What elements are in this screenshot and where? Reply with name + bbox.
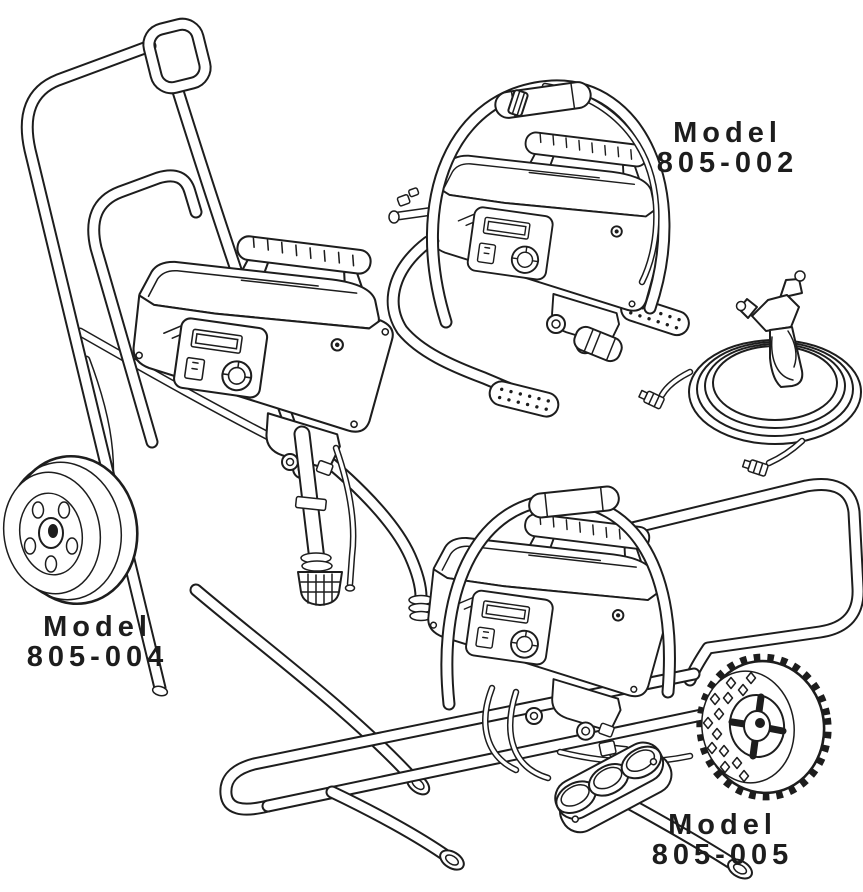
spray-gun <box>735 270 806 388</box>
suction-tube-assembly <box>293 425 357 606</box>
sprayer-805-005-illustration <box>219 478 863 884</box>
sprayer-805-004-illustration <box>2 17 435 800</box>
model-label-word: Model <box>43 611 152 643</box>
model-label-number: 805-005 <box>651 839 794 871</box>
cart-wheel <box>2 454 139 606</box>
spray-gun-and-hose <box>637 270 862 478</box>
roller-bracket <box>554 741 673 834</box>
handle-end-loop <box>142 17 212 95</box>
model-805-004-label: Model 805-004 <box>0 612 195 672</box>
model-805-005-label: Model 805-005 <box>620 810 825 870</box>
model-label-number: 805-002 <box>656 147 799 179</box>
model-label-number: 805-004 <box>26 641 169 673</box>
sprayer-805-002-illustration <box>386 79 693 421</box>
knobby-wheel <box>696 653 832 801</box>
model-805-002-label: Model 805-002 <box>625 118 830 178</box>
handle-grip <box>528 485 620 519</box>
model-label-word: Model <box>673 117 782 149</box>
handle-collar <box>507 89 529 117</box>
model-label-word: Model <box>668 809 777 841</box>
filter-housing <box>573 325 623 363</box>
